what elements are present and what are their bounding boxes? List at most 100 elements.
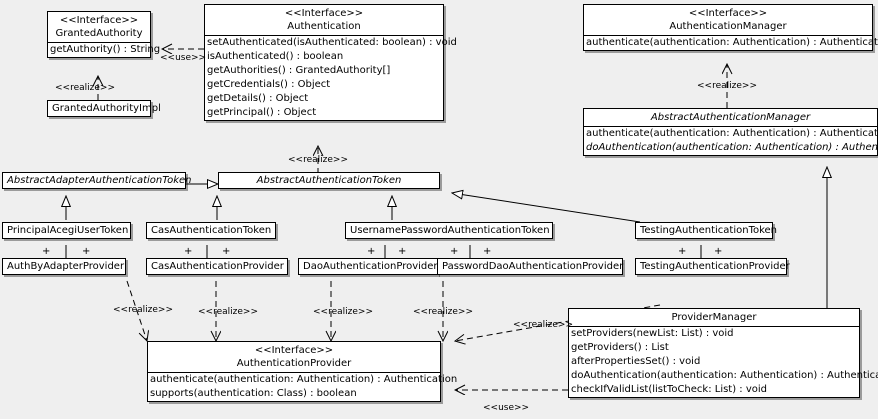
operations-compartment: getAuthority() : String bbox=[48, 43, 161, 57]
class-name-label: ProviderManager bbox=[671, 312, 757, 323]
class-provider-manager[interactable]: ProviderManager setProviders(newList: Li… bbox=[568, 308, 878, 398]
class-header-authentication: <<Interface>> Authentication bbox=[205, 5, 443, 35]
plus-marker: + bbox=[367, 246, 376, 257]
operations-compartment: setAuthenticated(isAuthenticated: boolea… bbox=[205, 36, 457, 120]
class-header-principal-acegi-user-token: PrincipalAcegiUserToken bbox=[3, 223, 130, 238]
class-header-password-dao-authentication-provider: PasswordDaoAuthenticationProvider bbox=[438, 259, 624, 274]
class-authentication-provider[interactable]: <<Interface>> AuthenticationProvider aut… bbox=[147, 341, 458, 402]
class-auth-by-adapter-provider[interactable]: AuthByAdapterProvider bbox=[2, 258, 126, 275]
class-name-label: AbstractAuthenticationManager bbox=[650, 112, 811, 123]
class-name-label: DaoAuthenticationProvider bbox=[303, 261, 438, 272]
class-abstract-authentication-manager[interactable]: AbstractAuthenticationManager authentica… bbox=[583, 108, 878, 156]
edge-label-realize-abstractauthenticationtoken: <<realize>> bbox=[288, 155, 348, 165]
compartment-divider bbox=[569, 326, 859, 327]
class-header-testing-authentication-provider: TestingAuthenticationProvider bbox=[636, 259, 790, 274]
operations-compartment: authenticate(authentication: Authenticat… bbox=[148, 373, 458, 401]
class-name-label: AbstractAuthenticationToken bbox=[256, 175, 402, 186]
class-header-cas-authentication-token: CasAuthenticationToken bbox=[147, 223, 275, 238]
edge-label-use-providermanager: <<use>> bbox=[483, 403, 530, 413]
class-header-testing-authentication-token: TestingAuthenticationToken bbox=[636, 223, 777, 238]
operation-item: authenticate(authentication: Authenticat… bbox=[586, 37, 878, 48]
operation-item: doAuthentication(authentication: Authent… bbox=[586, 142, 878, 153]
operations-compartment: authenticate(authentication: Authenticat… bbox=[584, 127, 878, 155]
class-principal-acegi-user-token[interactable]: PrincipalAcegiUserToken bbox=[2, 222, 131, 239]
operation-item: afterPropertiesSet() : void bbox=[571, 356, 701, 367]
class-header-provider-manager: ProviderManager bbox=[569, 309, 859, 326]
class-header-granted-authority: <<Interface>> GrantedAuthority bbox=[48, 12, 150, 42]
operation-item: getDetails() : Object bbox=[207, 93, 309, 104]
operation-item: authenticate(authentication: Authenticat… bbox=[150, 374, 458, 385]
compartment-divider bbox=[48, 42, 150, 43]
edge-label-realize-daoauthenticationprovider: <<realize>> bbox=[313, 307, 373, 317]
class-name-label: TestingAuthenticationProvider bbox=[640, 261, 790, 272]
class-header-dao-authentication-provider: DaoAuthenticationProvider bbox=[299, 259, 438, 274]
compartment-divider bbox=[205, 35, 443, 36]
operation-item: setAuthenticated(isAuthenticated: boolea… bbox=[207, 37, 457, 48]
class-name-label: CasAuthenticationProvider bbox=[151, 261, 284, 272]
class-username-password-authentication-token[interactable]: UsernamePasswordAuthenticationToken bbox=[345, 222, 553, 239]
plus-marker: + bbox=[450, 246, 459, 257]
stereotype-label: <<Interface>> bbox=[284, 8, 364, 19]
edge-label-realize-grantedauthorityimpl: <<realize>> bbox=[55, 83, 115, 93]
operation-item: authenticate(authentication: Authenticat… bbox=[586, 128, 878, 139]
class-abstract-adapter-authentication-token[interactable]: AbstractAdapterAuthenticationToken bbox=[2, 172, 192, 189]
operation-item: isAuthenticated() : boolean bbox=[207, 51, 344, 62]
class-testing-authentication-provider[interactable]: TestingAuthenticationProvider bbox=[635, 258, 790, 275]
class-name-label: PasswordDaoAuthenticationProvider bbox=[442, 261, 624, 272]
plus-marker: + bbox=[222, 246, 231, 257]
edge-label-realize-providermanager: <<realize>> bbox=[513, 320, 573, 330]
edge-label-realize-casauthenticationprovider: <<realize>> bbox=[198, 307, 258, 317]
plus-marker: + bbox=[398, 246, 407, 257]
class-header-abstract-authentication-manager: AbstractAuthenticationManager bbox=[584, 109, 877, 126]
edge-label-realize-authbyadapterprovider: <<realize>> bbox=[113, 305, 173, 315]
class-granted-authority[interactable]: <<Interface>> GrantedAuthority getAuthor… bbox=[47, 11, 161, 58]
operation-item: getCredentials() : Object bbox=[207, 79, 331, 90]
edge-testingauthenticationtoken-generalizes-abstractauthenticationtoken bbox=[452, 193, 641, 223]
stereotype-label: <<Interface>> bbox=[688, 8, 768, 19]
class-header-auth-by-adapter-provider: AuthByAdapterProvider bbox=[3, 259, 125, 274]
class-name-label: GrantedAuthorityImpl bbox=[52, 103, 161, 114]
class-name-label: UsernamePasswordAuthenticationToken bbox=[350, 225, 550, 236]
class-header-abstract-authentication-token: AbstractAuthenticationToken bbox=[219, 173, 439, 188]
operations-compartment: authenticate(authentication: Authenticat… bbox=[584, 36, 878, 50]
compartment-divider bbox=[148, 372, 440, 373]
operation-item: getAuthority() : String bbox=[50, 44, 161, 55]
operation-item: checkIfValidList(listToCheck: List) : vo… bbox=[571, 384, 768, 395]
class-header-authentication-manager: <<Interface>> AuthenticationManager bbox=[584, 5, 872, 35]
plus-marker: + bbox=[82, 246, 91, 257]
class-header-abstract-adapter-authentication-token: AbstractAdapterAuthenticationToken bbox=[3, 173, 192, 188]
class-name-label: CasAuthenticationToken bbox=[151, 225, 272, 236]
class-header-granted-authority-impl: GrantedAuthorityImpl bbox=[48, 101, 161, 116]
operation-item: getProviders() : List bbox=[571, 342, 669, 353]
class-abstract-authentication-token[interactable]: AbstractAuthenticationToken bbox=[218, 172, 440, 189]
edge-label-realize-passworddaoauthenticationprovider: <<realize>> bbox=[413, 307, 473, 317]
class-header-username-password-authentication-token: UsernamePasswordAuthenticationToken bbox=[346, 223, 552, 238]
compartment-divider bbox=[584, 35, 872, 36]
plus-marker: + bbox=[714, 246, 723, 257]
class-testing-authentication-token[interactable]: TestingAuthenticationToken bbox=[635, 222, 777, 239]
class-granted-authority-impl[interactable]: GrantedAuthorityImpl bbox=[47, 100, 161, 117]
class-password-dao-authentication-provider[interactable]: PasswordDaoAuthenticationProvider bbox=[437, 258, 623, 275]
class-authentication[interactable]: <<Interface>> Authentication setAuthenti… bbox=[204, 4, 457, 121]
plus-marker: + bbox=[483, 246, 492, 257]
class-name-label: Authentication bbox=[287, 21, 361, 32]
class-name-label: AuthenticationManager bbox=[669, 21, 787, 32]
class-name-label: AuthenticationProvider bbox=[236, 358, 352, 369]
stereotype-label: <<Interface>> bbox=[254, 345, 334, 356]
class-authentication-manager[interactable]: <<Interface>> AuthenticationManager auth… bbox=[583, 4, 878, 51]
class-cas-authentication-token[interactable]: CasAuthenticationToken bbox=[146, 222, 276, 239]
plus-marker: + bbox=[42, 246, 51, 257]
plus-marker: + bbox=[184, 246, 193, 257]
operation-item: supports(authentication: Class) : boolea… bbox=[150, 388, 357, 399]
class-name-label: AbstractAdapterAuthenticationToken bbox=[7, 175, 192, 186]
class-dao-authentication-provider[interactable]: DaoAuthenticationProvider bbox=[298, 258, 438, 275]
operation-item: setProviders(newList: List) : void bbox=[571, 328, 734, 339]
class-header-cas-authentication-provider: CasAuthenticationProvider bbox=[147, 259, 287, 274]
class-name-label: AuthByAdapterProvider bbox=[7, 261, 125, 272]
stereotype-label: <<Interface>> bbox=[59, 15, 139, 26]
operation-item: doAuthentication(authentication: Authent… bbox=[571, 370, 878, 381]
class-cas-authentication-provider[interactable]: CasAuthenticationProvider bbox=[146, 258, 288, 275]
compartment-divider bbox=[584, 126, 877, 127]
operations-compartment: setProviders(newList: List) : void getPr… bbox=[569, 327, 878, 397]
